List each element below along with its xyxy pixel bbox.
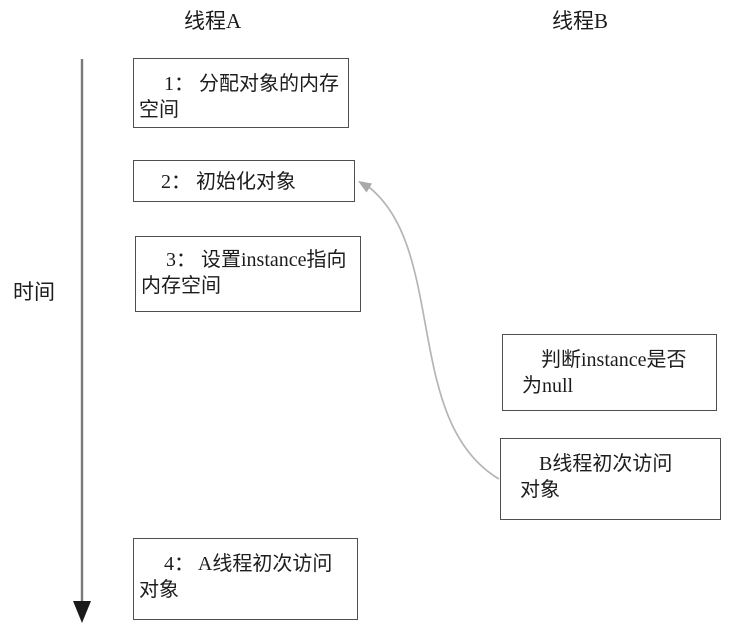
thread-b-null-check-box: 判断instance是否 为null: [502, 334, 717, 411]
b-access-line1: B线程初次访问: [539, 453, 673, 475]
step4-thread-a-first-access-box: 4： A线程初次访问 对象: [133, 538, 358, 620]
time-axis-arrowhead-icon: [73, 601, 91, 623]
b-access-to-init-arrow: [361, 181, 500, 480]
step1-line1: 1： 分配对象的内存: [164, 73, 339, 95]
curve-arrowhead-icon: [358, 181, 372, 193]
step3-line1: 3： 设置instance指向: [166, 249, 347, 271]
null-check-line1: 判断instance是否: [541, 349, 687, 371]
thread-a-header: 线程A: [184, 9, 242, 33]
step3-line2: 内存空间: [141, 275, 221, 297]
step3-set-instance-pointer-box: 3： 设置instance指向 内存空间: [135, 236, 361, 312]
step4-line2: 对象: [139, 579, 179, 601]
step2-line1: 2： 初始化对象: [161, 171, 296, 193]
step2-initialize-object-box: 2： 初始化对象: [133, 160, 355, 202]
b-access-line2: 对象: [520, 479, 560, 501]
step1-line2: 空间: [139, 99, 179, 121]
step4-line1: 4： A线程初次访问: [164, 553, 333, 575]
null-check-line2: 为null: [522, 375, 574, 397]
step1-allocate-memory-box: 1： 分配对象的内存 空间: [133, 58, 349, 128]
time-axis-label: 时间: [13, 280, 55, 304]
thread-b-first-access-box: B线程初次访问 对象: [500, 438, 721, 520]
thread-b-header: 线程B: [552, 9, 609, 33]
